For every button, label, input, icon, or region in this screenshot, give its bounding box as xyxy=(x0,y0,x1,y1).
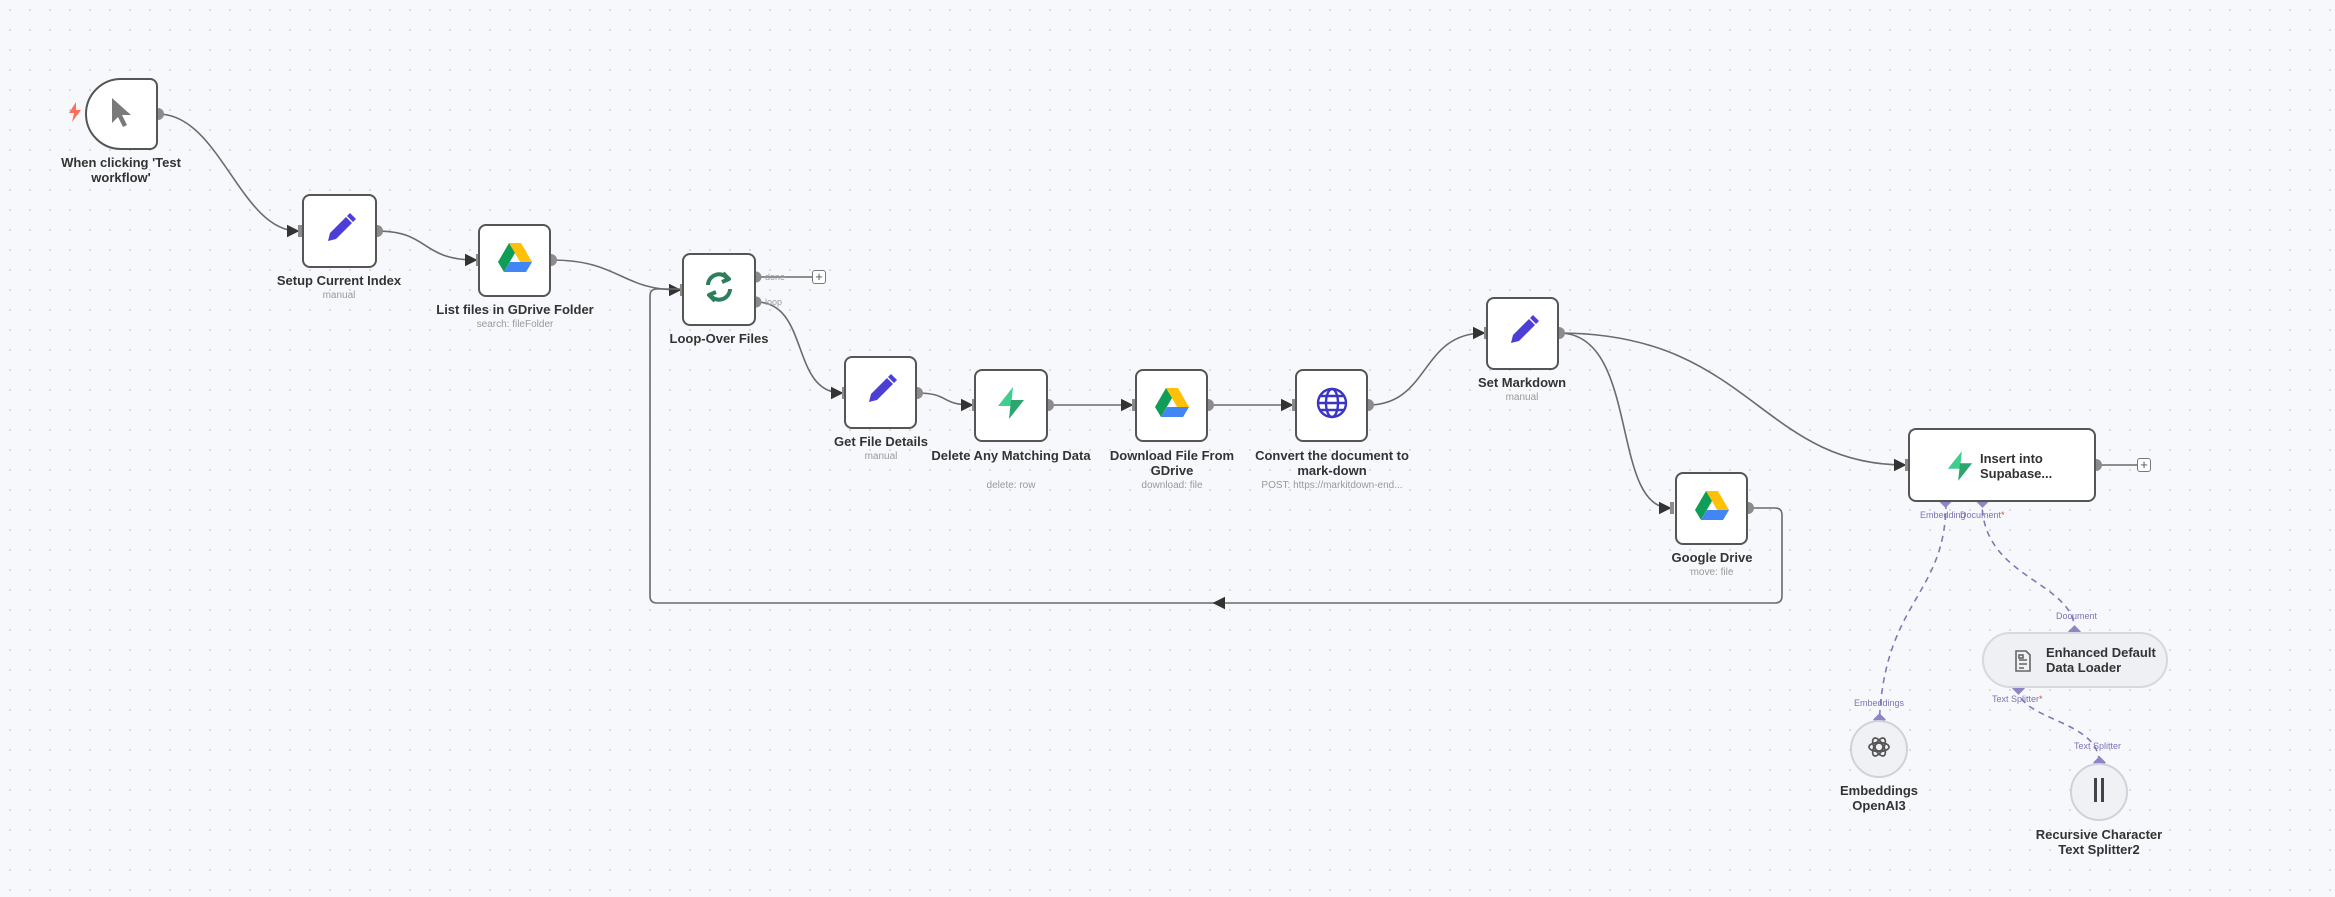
edge-convert-setmd xyxy=(1367,326,1486,406)
trigger-lightning-icon xyxy=(68,102,82,127)
node-embeddings-openai[interactable] xyxy=(1850,720,1908,778)
node-enhanced-data-loader-label: Enhanced Default Data Loader xyxy=(2046,645,2156,675)
node-recursive-text-splitter-label: Recursive Character Text Splitter2 xyxy=(2035,827,2163,857)
node-loop-over-files-label: Loop-Over Files xyxy=(669,331,769,346)
node-convert-markdown-sub: POST: https://markitdown-end... xyxy=(1261,480,1403,491)
node-set-markdown-sub: manual xyxy=(1505,392,1539,403)
node-enhanced-data-loader[interactable]: Enhanced Default Data Loader xyxy=(1982,632,2168,688)
node-get-file-details-label: Get File Details xyxy=(834,434,928,449)
node-list-files-gdrive-label: List files in GDrive Folder xyxy=(436,302,594,317)
node-delete-matching-data[interactable] xyxy=(974,369,1048,442)
splitter-port-label: Text Splitter xyxy=(2074,741,2122,751)
edge-setmd-supabase xyxy=(1558,332,1907,472)
loop-loop-output-label: loop xyxy=(765,297,783,307)
node-setup-current-index-sub: manual xyxy=(322,290,356,301)
text-splitter-icon xyxy=(2092,777,2106,808)
edge-embeddings-supabase xyxy=(1878,501,1947,739)
node-download-file-gdrive[interactable] xyxy=(1135,369,1208,442)
edge-list-loop xyxy=(550,259,682,297)
node-download-file-gdrive-sub: download: file xyxy=(1141,480,1203,491)
required-mark: * xyxy=(2001,510,2005,520)
node-setup-current-index-label: Setup Current Index xyxy=(276,273,402,288)
edge-setup-list xyxy=(376,230,478,267)
node-list-files-gdrive-sub: search: fileFolder xyxy=(476,319,554,330)
supabase-add-button[interactable]: + xyxy=(2137,458,2151,472)
edge-loop-getfile xyxy=(755,301,844,400)
node-delete-matching-data-sub: delete: row xyxy=(986,480,1036,491)
loop-done-output-label: done xyxy=(765,272,786,282)
node-get-file-details[interactable] xyxy=(844,356,917,429)
node-convert-markdown-label: Convert the document to mark-down xyxy=(1255,448,1409,478)
node-manual-trigger[interactable] xyxy=(85,78,158,150)
embeddings-port-label: Embeddings xyxy=(1854,698,1905,708)
supabase-bolt-icon xyxy=(1946,451,1974,486)
supabase-document-port-label: Document* xyxy=(1960,510,2005,520)
node-set-markdown[interactable] xyxy=(1486,297,1559,370)
node-download-file-gdrive-label: Download File From GDrive xyxy=(1109,448,1235,478)
node-setup-current-index[interactable] xyxy=(302,194,377,268)
node-set-markdown-label: Set Markdown xyxy=(1477,375,1567,390)
google-drive-icon xyxy=(1154,388,1189,423)
node-list-files-gdrive[interactable] xyxy=(478,224,551,297)
node-google-drive-move[interactable] xyxy=(1675,472,1748,545)
pencil-icon xyxy=(863,372,899,413)
edge-setmd-gdrive xyxy=(1558,332,1672,515)
node-get-file-details-sub: manual xyxy=(864,451,898,462)
node-delete-matching-data-label: Delete Any Matching Data xyxy=(931,448,1091,463)
google-drive-icon xyxy=(497,243,532,278)
node-insert-supabase[interactable]: Insert into Supabase... xyxy=(1908,428,2096,502)
node-manual-trigger-label: When clicking 'Test workflow' xyxy=(61,155,181,185)
supabase-document-port-text: Document xyxy=(1960,510,2002,520)
pencil-icon xyxy=(1505,313,1541,354)
loader-text-splitter-port-text: Text Splitter xyxy=(1992,694,2040,704)
node-loop-over-files[interactable] xyxy=(682,253,756,326)
loader-text-splitter-port-label: Text Splitter* xyxy=(1992,694,2043,704)
document-icon xyxy=(2014,650,2032,677)
pencil-icon xyxy=(322,211,358,252)
node-google-drive-move-label: Google Drive xyxy=(1671,550,1753,565)
openai-icon xyxy=(1866,734,1892,765)
google-drive-icon xyxy=(1694,491,1729,526)
edge-splitter-loader xyxy=(2017,687,2100,763)
globe-icon xyxy=(1315,386,1349,425)
node-recursive-text-splitter[interactable] xyxy=(2070,763,2128,821)
supabase-embedding-port-label: Embedding xyxy=(1920,510,1966,520)
node-convert-markdown[interactable] xyxy=(1295,369,1368,442)
edge-trigger-setup xyxy=(157,113,300,238)
node-insert-supabase-label: Insert into Supabase... xyxy=(1980,451,2053,481)
supabase-bolt-icon xyxy=(996,387,1026,424)
node-google-drive-move-sub: move: file xyxy=(1690,567,1734,578)
required-mark: * xyxy=(2039,694,2043,704)
loader-document-port-label: Document xyxy=(2056,611,2098,621)
node-embeddings-openai-label: Embeddings OpenAI3 xyxy=(1839,783,1918,813)
loop-done-add-button[interactable]: + xyxy=(812,270,826,284)
loop-arrows-icon xyxy=(701,269,737,310)
cursor-arrow-icon xyxy=(107,96,137,133)
edge-getfile-delete xyxy=(916,392,974,412)
